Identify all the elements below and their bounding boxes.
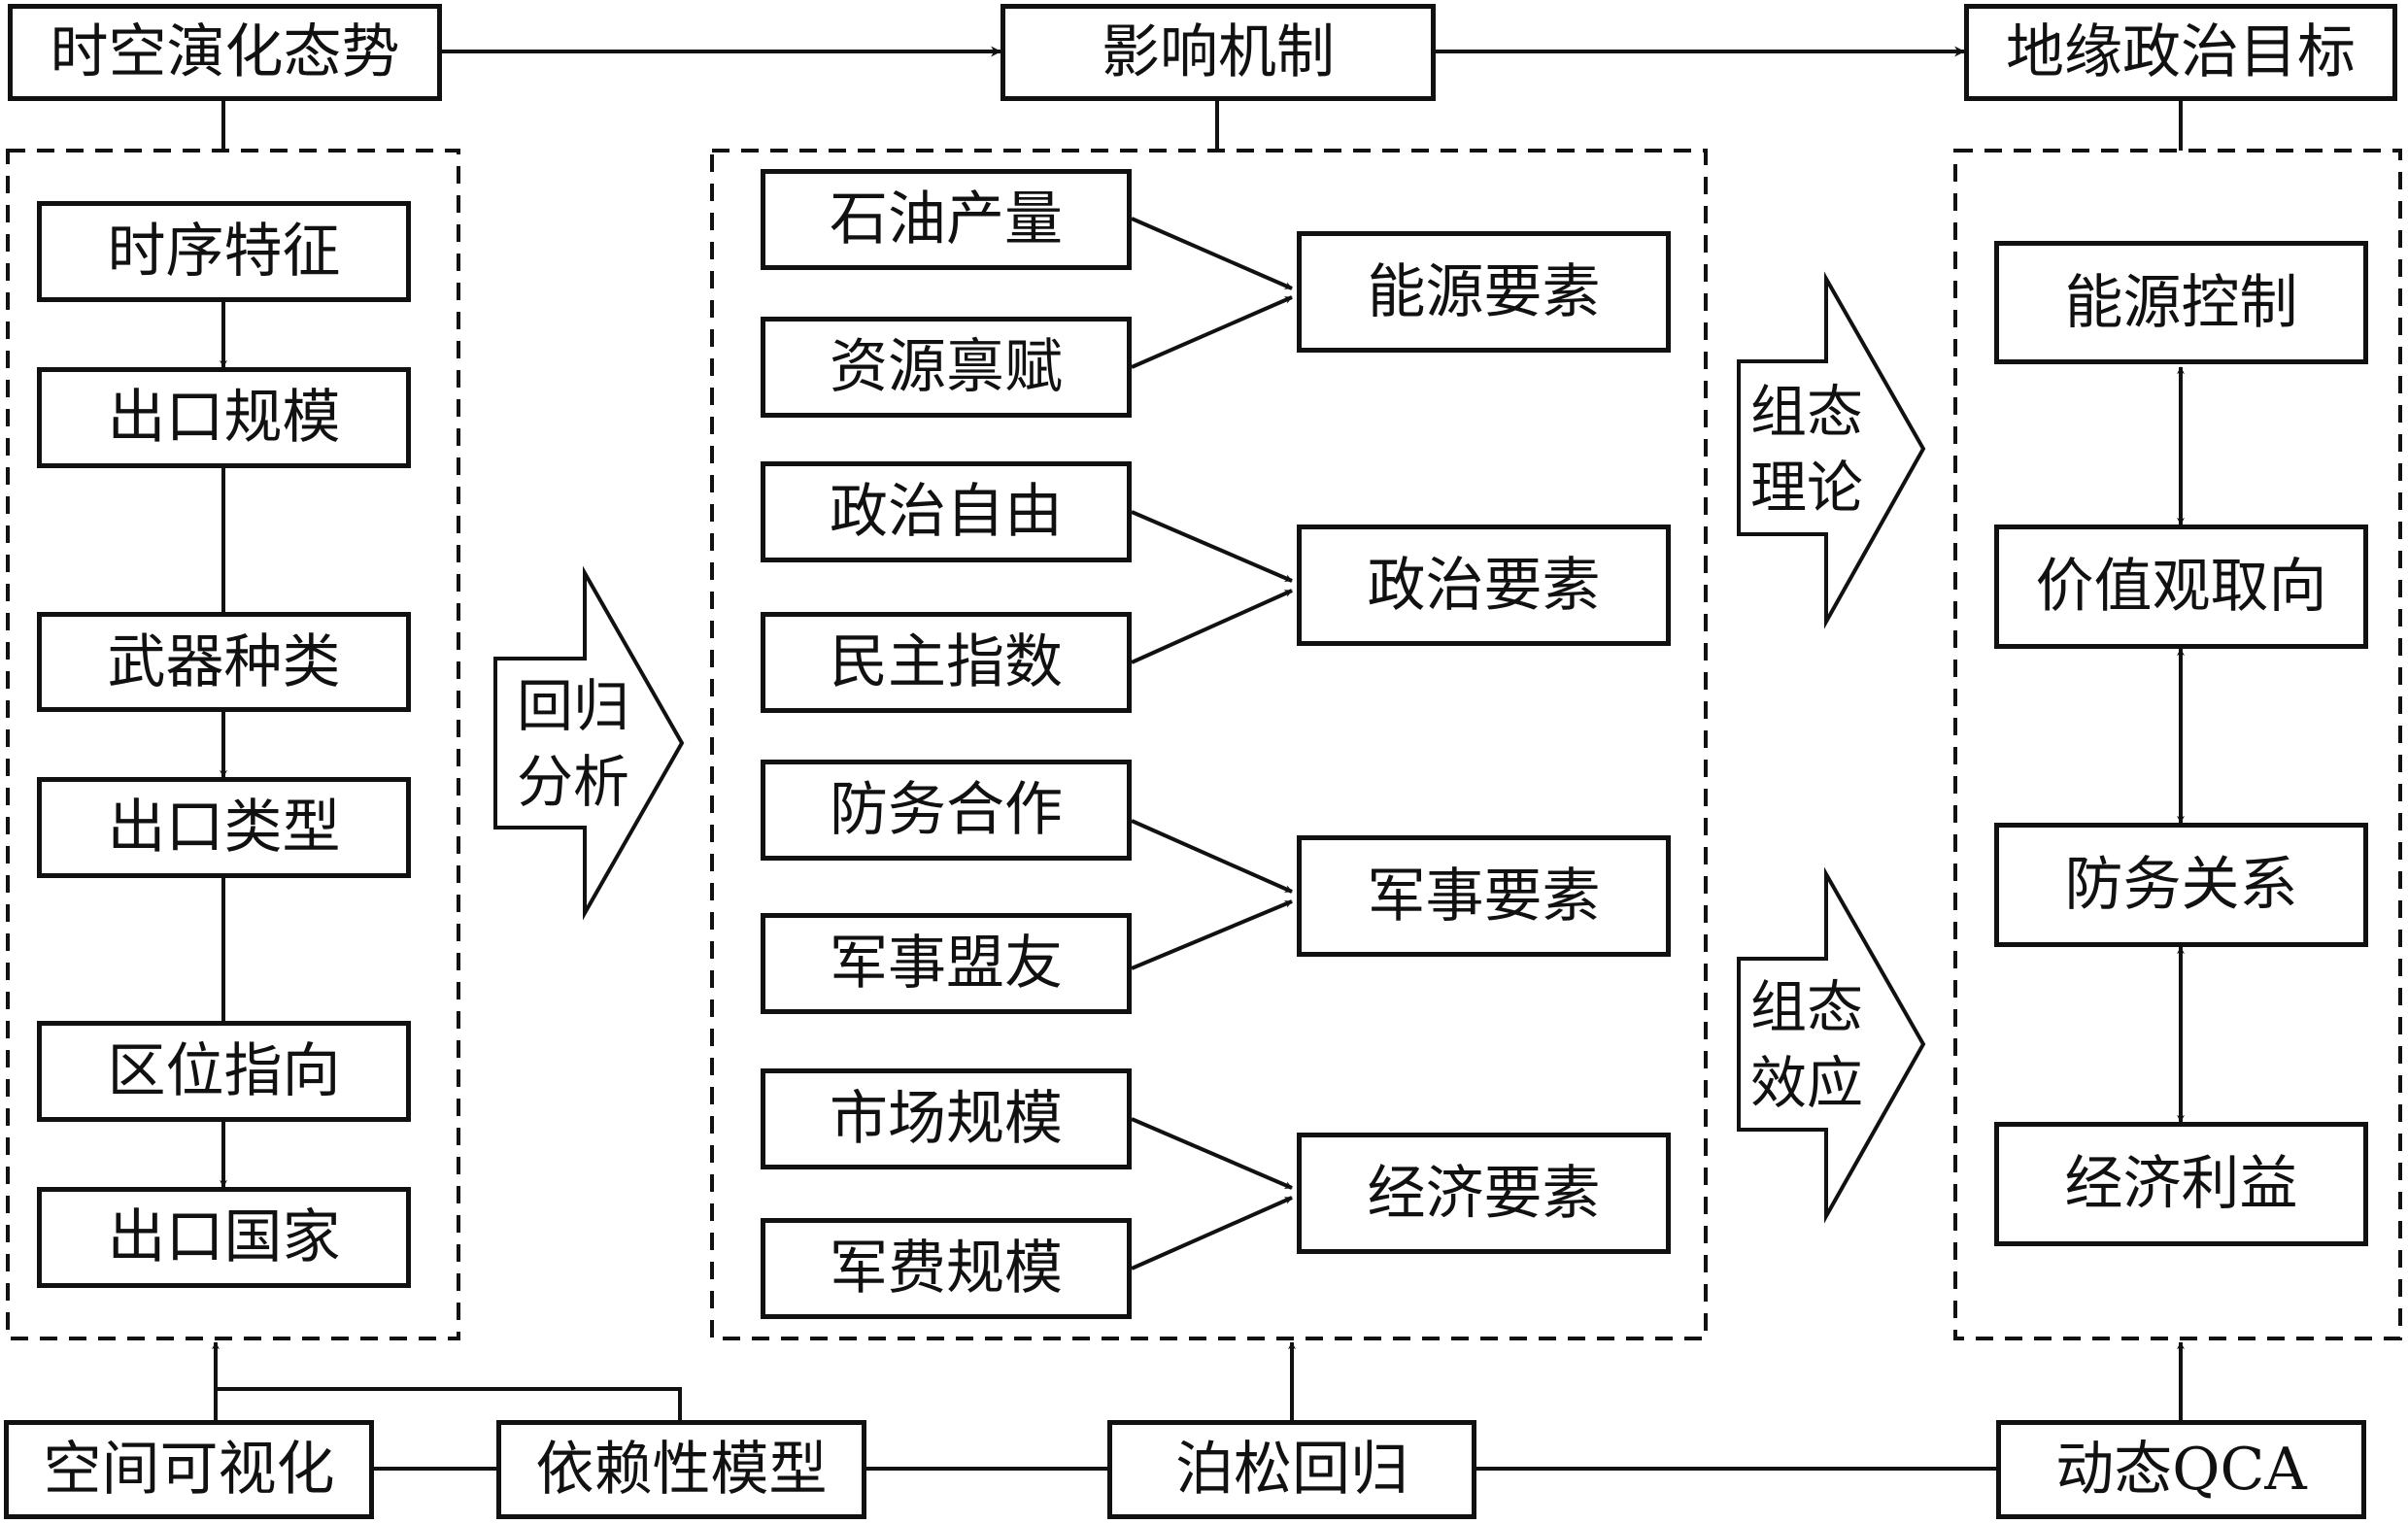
node-mechanism: 影响机制 xyxy=(1001,4,1436,101)
node-weapon-type: 武器种类 xyxy=(37,612,411,712)
label-regression-line1: 回归 xyxy=(516,673,629,739)
node-location: 区位指向 xyxy=(37,1021,411,1122)
node-oil-production: 石油产量 xyxy=(761,169,1132,270)
group-frame-mechanism xyxy=(710,149,1708,1340)
method-dependency-model: 依赖性模型 xyxy=(496,1420,866,1519)
method-dynamic-qca: 动态QCA xyxy=(1996,1420,2366,1519)
node-energy-control: 能源控制 xyxy=(1994,241,2368,364)
node-military-element: 军事要素 xyxy=(1297,835,1671,957)
label-config-theory: 组态 理论 xyxy=(1748,374,1865,525)
node-democracy-index: 民主指数 xyxy=(761,612,1132,713)
node-defense-cooperation: 防务合作 xyxy=(761,760,1132,861)
label-config-effect-line2: 效应 xyxy=(1749,1050,1863,1116)
label-regression: 回归 分析 xyxy=(515,668,631,820)
method-poisson-regression: 泊松回归 xyxy=(1107,1420,1476,1519)
node-spatiotemporal: 时空演化态势 xyxy=(8,4,442,101)
node-political-element: 政治要素 xyxy=(1297,525,1671,646)
big-arrow-regression xyxy=(493,565,685,921)
node-temporal-feature: 时序特征 xyxy=(37,201,411,302)
node-military-ally: 军事盟友 xyxy=(761,913,1132,1014)
node-military-spending: 军费规模 xyxy=(761,1218,1132,1319)
big-arrow-config-effect xyxy=(1737,866,1926,1224)
label-config-theory-line2: 理论 xyxy=(1749,455,1863,521)
node-energy-element: 能源要素 xyxy=(1297,231,1671,353)
label-config-effect: 组态 效应 xyxy=(1748,969,1865,1121)
node-export-scale: 出口规模 xyxy=(37,367,411,468)
node-export-type: 出口类型 xyxy=(37,777,411,878)
method-spatial-visualization: 空间可视化 xyxy=(4,1420,374,1519)
node-geopolitical: 地缘政治目标 xyxy=(1964,4,2397,101)
big-arrow-config-theory xyxy=(1737,271,1926,629)
node-export-country: 出口国家 xyxy=(37,1187,411,1288)
node-economic-element: 经济要素 xyxy=(1297,1133,1671,1254)
group-frame-spatiotemporal xyxy=(6,149,460,1340)
node-economic-interest: 经济利益 xyxy=(1994,1122,2368,1246)
label-config-effect-line1: 组态 xyxy=(1749,974,1863,1040)
label-config-theory-line1: 组态 xyxy=(1749,379,1863,445)
node-value-orientation: 价值观取向 xyxy=(1994,525,2368,649)
node-political-freedom: 政治自由 xyxy=(761,461,1132,562)
node-defense-relation: 防务关系 xyxy=(1994,823,2368,947)
node-market-scale: 市场规模 xyxy=(761,1068,1132,1169)
node-resource-endowment: 资源禀赋 xyxy=(761,317,1132,418)
label-regression-line2: 分析 xyxy=(516,749,629,815)
